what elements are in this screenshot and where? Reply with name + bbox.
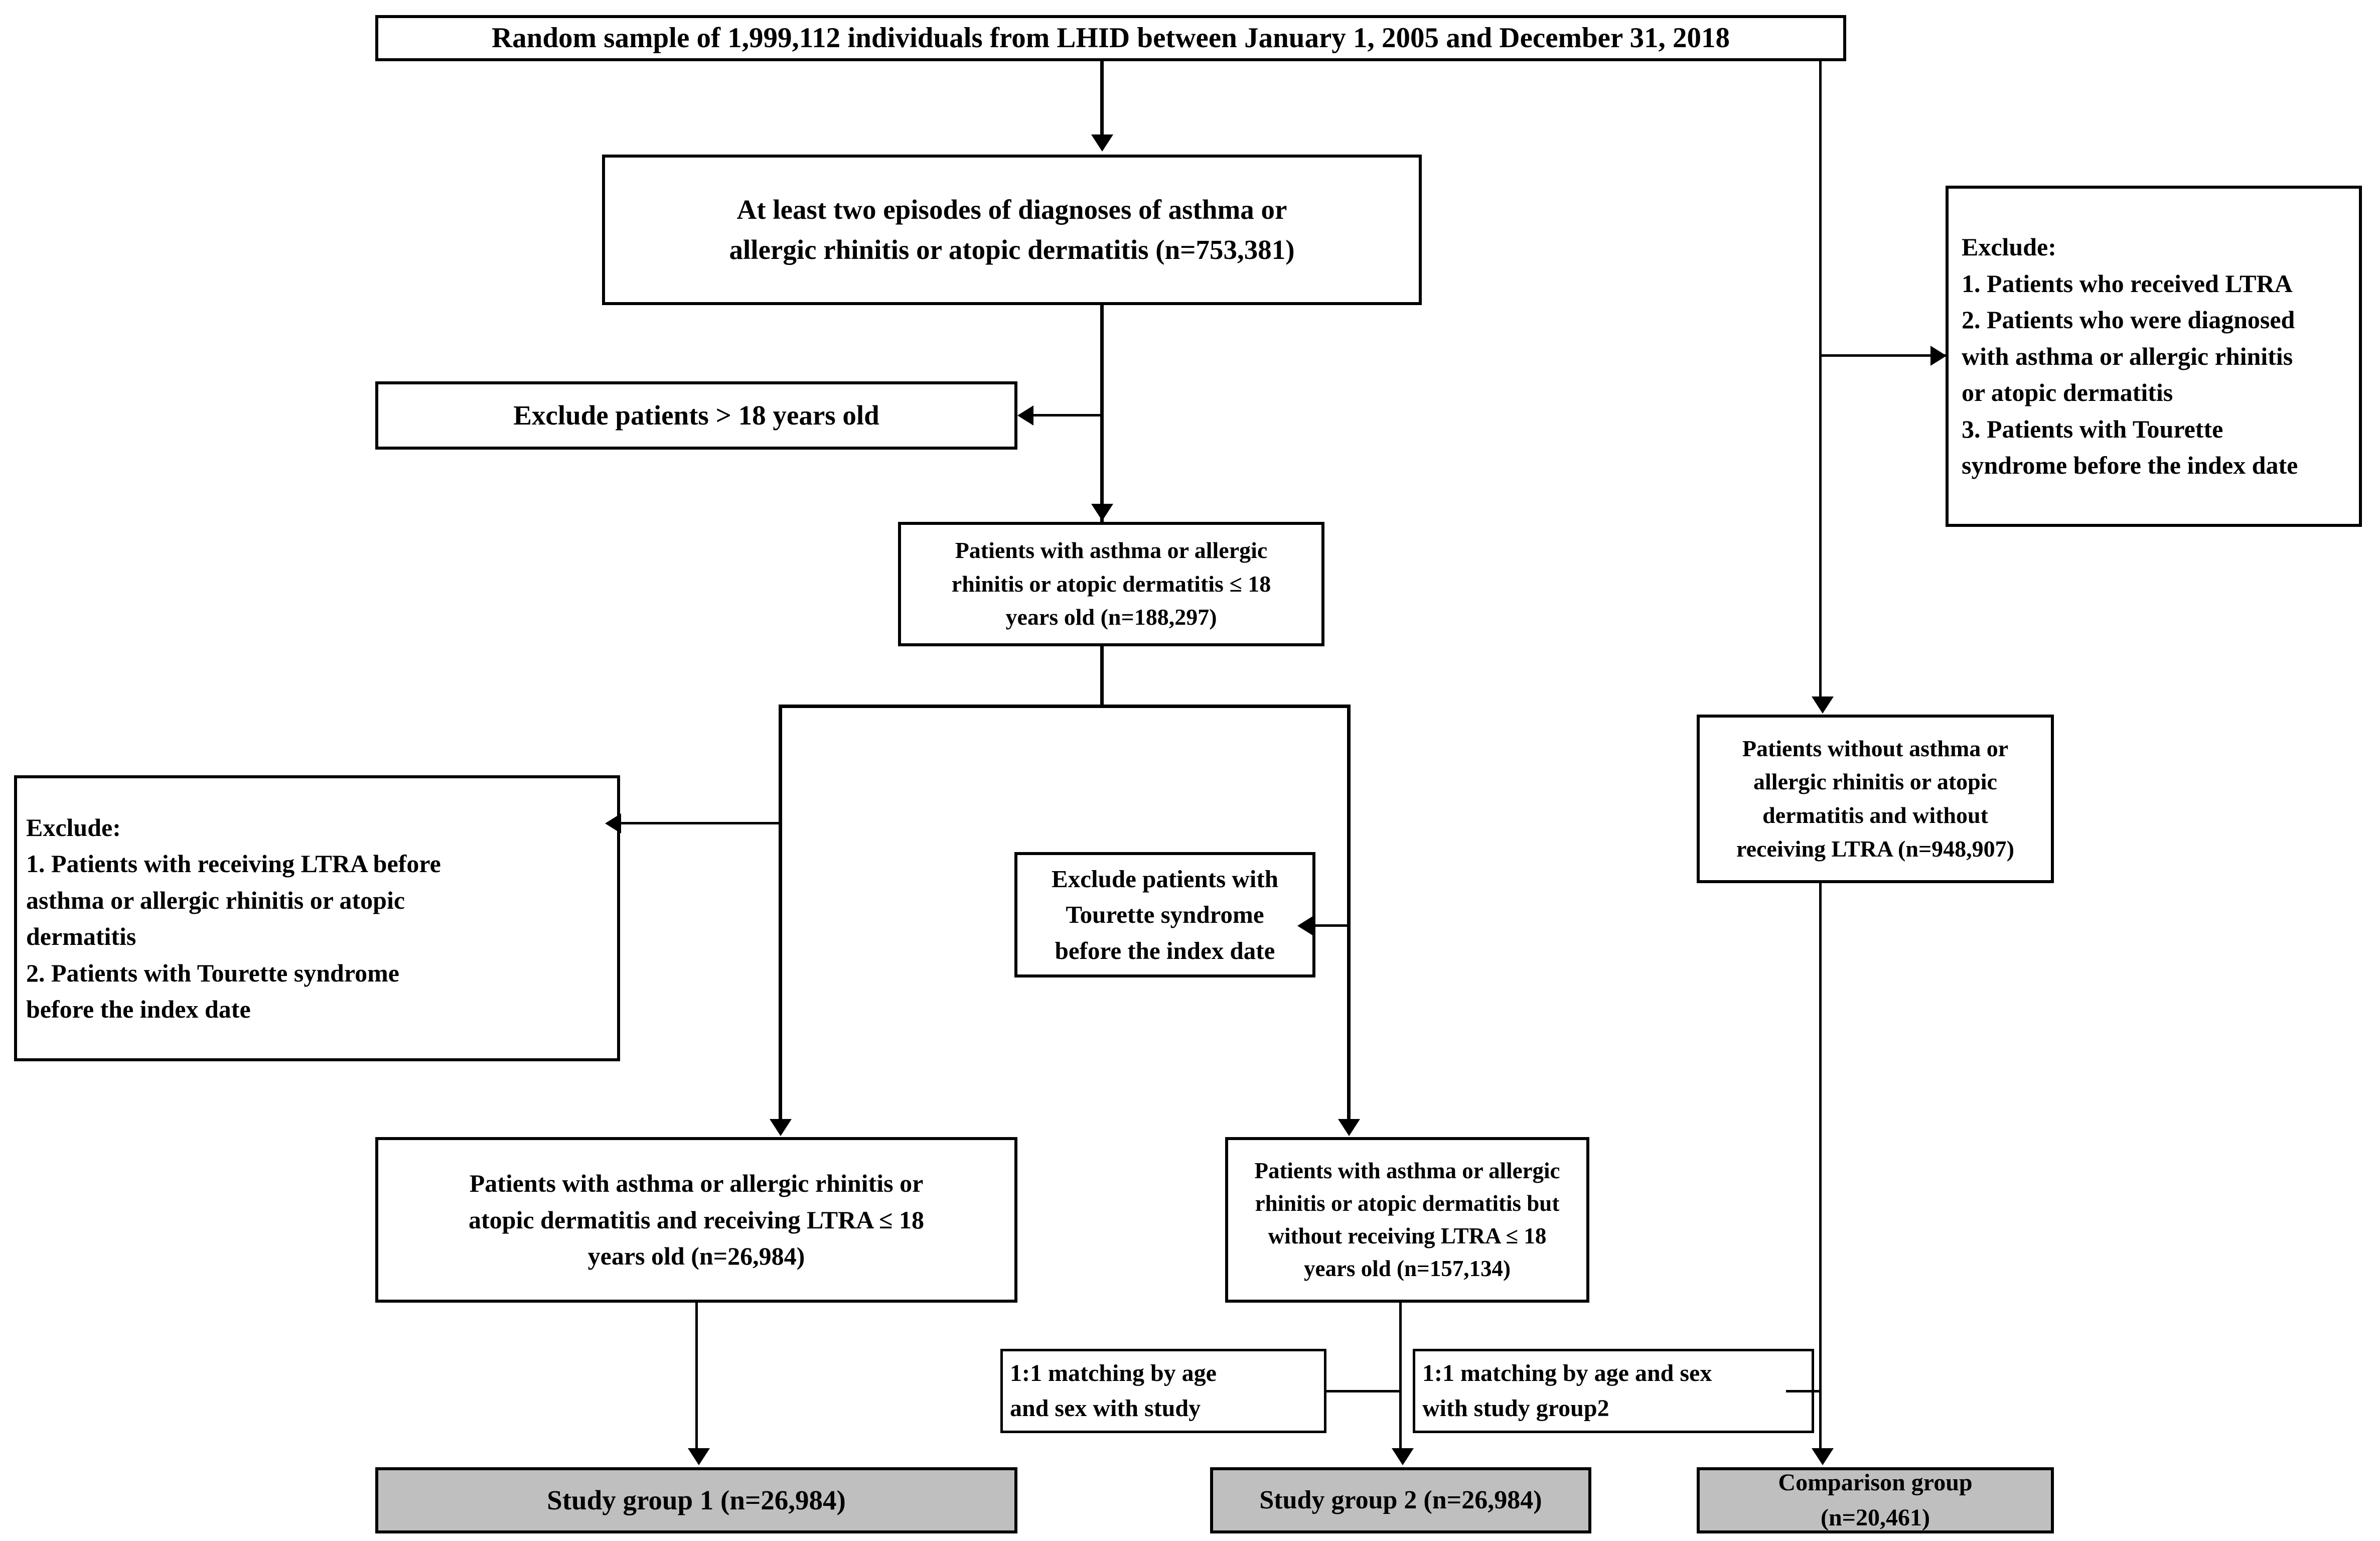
- connector-two-episodes-down: [1100, 305, 1104, 522]
- node-without-ltra-line4: years old (n=157,134): [1304, 1256, 1511, 1282]
- arrowhead-to-exclude-tourette: [1297, 916, 1313, 936]
- arrowhead-to-exclude-left: [605, 813, 621, 833]
- node-without-disease-line4: receiving LTRA (n=948,907): [1736, 835, 2014, 862]
- connector-right-branch-down: [1347, 705, 1351, 1133]
- connector-matching-right-tick: [1786, 1390, 1821, 1392]
- node-comparison-group: Comparison group (n=20,461): [1697, 1467, 2054, 1533]
- node-exclude-right-line2: 1. Patients who received LTRA: [1962, 269, 2293, 298]
- node-exclude-over-18-text: Exclude patients > 18 years old: [513, 400, 879, 431]
- arrowhead-to-without-disease: [1812, 696, 1834, 714]
- node-matching-left: 1:1 matching by age and sex with study: [1000, 1349, 1326, 1433]
- arrowhead-to-with-ltra: [770, 1119, 792, 1136]
- node-exclude-tourette: Exclude patients with Tourette syndrome …: [1014, 852, 1315, 977]
- node-two-episodes-line1: At least two episodes of diagnoses of as…: [736, 194, 1287, 225]
- node-without-disease-line2: allergic rhinitis or atopic: [1753, 769, 1997, 795]
- node-two-episodes-line2: allergic rhinitis or atopic dermatitis (…: [729, 234, 1295, 265]
- node-exclude-right-line5: or atopic dermatitis: [1962, 378, 2173, 407]
- node-exclude-left-line1: Exclude:: [26, 813, 121, 842]
- node-under-18-cohort-line1: Patients with asthma or allergic: [955, 537, 1268, 563]
- connector-without-ltra-to-study-group-2: [1399, 1303, 1402, 1451]
- node-with-ltra-line3: years old (n=26,984): [587, 1242, 805, 1271]
- node-matching-right-line2: with study group2: [1422, 1395, 1609, 1422]
- node-exclude-over-18: Exclude patients > 18 years old: [375, 381, 1017, 450]
- node-exclude-right-line7: syndrome before the index date: [1962, 451, 2298, 480]
- arrowhead-to-without-ltra: [1338, 1119, 1360, 1136]
- connector-to-exclude-tourette: [1313, 924, 1350, 927]
- arrowhead-source-to-two-episodes: [1091, 134, 1113, 152]
- node-with-ltra-line1: Patients with asthma or allergic rhiniti…: [469, 1169, 924, 1198]
- connector-without-disease-to-comparison: [1819, 883, 1822, 1449]
- node-exclude-right-line3: 2. Patients who were diagnosed: [1962, 306, 2295, 334]
- connector-to-exclude-left: [621, 822, 781, 824]
- node-exclude-left: Exclude: 1. Patients with receiving LTRA…: [14, 775, 620, 1061]
- node-without-ltra-line2: rhinitis or atopic dermatitis but: [1255, 1190, 1560, 1216]
- node-exclude-tourette-line3: before the index date: [1055, 936, 1275, 964]
- node-study-group-1: Study group 1 (n=26,984): [375, 1467, 1017, 1533]
- connector-matching-left-tick: [1326, 1390, 1401, 1392]
- node-under-18-cohort-line2: rhinitis or atopic dermatitis ≤ 18: [951, 571, 1271, 597]
- connector-left-branch-down: [779, 705, 782, 1133]
- node-without-disease: Patients without asthma or allergic rhin…: [1697, 715, 2054, 883]
- arrowhead-to-comparison-group: [1812, 1448, 1834, 1465]
- connector-to-exclude-right: [1820, 354, 1947, 357]
- node-without-disease-line3: dermatitis and without: [1762, 802, 1988, 828]
- node-comparison-group-line2: (n=20,461): [1820, 1504, 1930, 1531]
- node-exclude-right-line4: with asthma or allergic rhinitis: [1962, 342, 2293, 370]
- node-without-ltra: Patients with asthma or allergic rhiniti…: [1225, 1137, 1589, 1303]
- node-under-18-cohort: Patients with asthma or allergic rhiniti…: [898, 522, 1324, 646]
- arrowhead-to-exclude-over-18: [1017, 405, 1033, 426]
- node-study-group-2-text: Study group 2 (n=26,984): [1259, 1486, 1542, 1515]
- node-study-group-2: Study group 2 (n=26,984): [1210, 1467, 1591, 1533]
- node-with-ltra: Patients with asthma or allergic rhiniti…: [375, 1137, 1017, 1303]
- node-comparison-group-line1: Comparison group: [1778, 1469, 1973, 1496]
- node-without-ltra-line3: without receiving LTRA ≤ 18: [1268, 1223, 1547, 1248]
- node-exclude-left-line2: 1. Patients with receiving LTRA before: [26, 850, 441, 878]
- node-exclude-left-line6: before the index date: [26, 995, 251, 1023]
- node-without-disease-line1: Patients without asthma or: [1742, 735, 2009, 761]
- node-matching-right-line1: 1:1 matching by age and sex: [1422, 1360, 1712, 1387]
- connector-to-exclude-over-18: [1033, 414, 1103, 416]
- node-exclude-left-line5: 2. Patients with Tourette syndrome: [26, 958, 399, 987]
- connector-source-to-without-disease: [1819, 61, 1822, 697]
- node-with-ltra-line2: atopic dermatitis and receiving LTRA ≤ 1…: [468, 1205, 924, 1234]
- node-exclude-tourette-line2: Tourette syndrome: [1066, 901, 1264, 929]
- node-exclude-left-line4: dermatitis: [26, 922, 136, 950]
- node-source-population: Random sample of 1,999,112 individuals f…: [375, 15, 1846, 61]
- connector-with-ltra-to-study-group-1: [695, 1303, 698, 1451]
- node-source-population-text: Random sample of 1,999,112 individuals f…: [491, 22, 1730, 54]
- node-two-episodes: At least two episodes of diagnoses of as…: [602, 155, 1422, 305]
- node-matching-left-line2: and sex with study: [1010, 1395, 1201, 1422]
- node-matching-left-line1: 1:1 matching by age: [1010, 1360, 1217, 1387]
- connector-split-bar: [779, 705, 1351, 708]
- node-study-group-1-text: Study group 1 (n=26,984): [547, 1485, 846, 1516]
- arrowhead-to-study-group-2: [1392, 1448, 1414, 1465]
- node-under-18-cohort-line3: years old (n=188,297): [1005, 604, 1217, 630]
- node-exclude-left-line3: asthma or allergic rhinitis or atopic: [26, 886, 405, 914]
- arrowhead-to-under-18-cohort: [1091, 504, 1113, 521]
- node-exclude-right-line1: Exclude:: [1962, 233, 2056, 261]
- arrowhead-to-exclude-right: [1930, 346, 1947, 366]
- node-exclude-right: Exclude: 1. Patients who received LTRA 2…: [1946, 186, 2362, 527]
- node-matching-right: 1:1 matching by age and sex with study g…: [1413, 1349, 1814, 1433]
- arrowhead-to-study-group-1: [688, 1448, 710, 1465]
- node-without-ltra-line1: Patients with asthma or allergic: [1254, 1158, 1560, 1183]
- node-exclude-tourette-line1: Exclude patients with: [1052, 865, 1278, 893]
- node-exclude-right-line6: 3. Patients with Tourette: [1962, 414, 2223, 443]
- connector-source-to-two-episodes: [1100, 61, 1104, 135]
- connector-under-18-down: [1100, 646, 1104, 708]
